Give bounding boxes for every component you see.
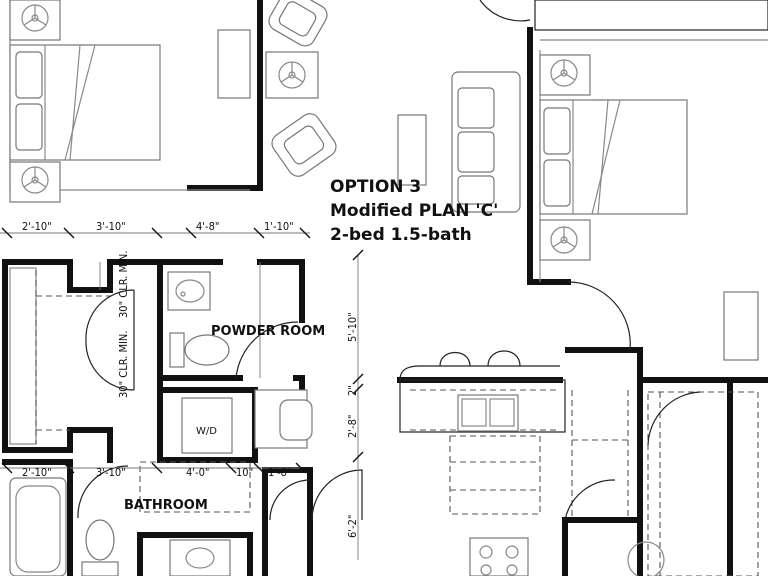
sofa-icon (451, 71, 521, 213)
plan-title-line3: 2-bed 1.5-bath (330, 225, 472, 245)
dim-top-4: 1'-10" (264, 220, 294, 233)
toilet-icon (169, 332, 230, 368)
dim-bot-2: 3'-10" (96, 466, 126, 479)
stool-icon (439, 352, 471, 367)
dim-bot-4: 10" (236, 466, 253, 479)
washer-dryer-icon (181, 397, 233, 454)
kitchen-sink-icon (457, 394, 519, 432)
kitchen (399, 350, 759, 576)
laundry (181, 389, 313, 454)
range-icon (469, 537, 529, 576)
clearance-label-lower: 30" CLR. MIN. (117, 331, 130, 398)
bathroom-toilet-icon (81, 519, 119, 576)
dim-vert-lower: 6'-2" (346, 515, 359, 538)
living-area (265, 0, 531, 213)
bedroom-right (534, 0, 768, 361)
bedroom-left (9, 0, 251, 203)
dim-vert-powder: 5'-10" (346, 312, 359, 342)
bathtub-icon (9, 477, 67, 576)
dim-bot-1: 2'-10" (22, 466, 52, 479)
powder-room (167, 271, 299, 379)
armchair-bottom-icon (271, 113, 337, 177)
dim-bot-3: 4'-0" (186, 466, 209, 479)
room-label-wd: W/D (196, 426, 217, 437)
sink-icon (167, 271, 211, 311)
closets (9, 267, 135, 445)
plan-title-line1: OPTION 3 (330, 177, 421, 197)
dresser-right-icon (723, 291, 759, 361)
dim-top-1: 2'-10" (22, 220, 52, 233)
dim-vert-small: 2" (346, 385, 359, 396)
dimension-lines (0, 227, 364, 560)
bathroom-sink-icon (169, 539, 231, 576)
coffee-table-icon (397, 114, 427, 186)
stool-icon (487, 350, 521, 367)
dresser-left-icon (217, 29, 251, 99)
room-label-powder-room: POWDER ROOM (211, 324, 325, 339)
plan-title-line2: Modified PLAN 'C' (330, 201, 498, 221)
armchair-top-icon (268, 0, 328, 47)
dim-vert-laundry: 2'-8" (346, 415, 359, 438)
dim-top-2: 3'-10" (96, 220, 126, 233)
dim-bot-5: 1'-8" (268, 466, 291, 479)
room-label-bathroom: BATHROOM (124, 498, 208, 513)
bathroom (9, 461, 616, 576)
labels: OPTION 3 Modified PLAN 'C' 2-bed 1.5-bat… (22, 177, 498, 538)
dim-top-3: 4'-8" (196, 220, 219, 233)
clearance-label-upper: 30" CLR. MIN. (117, 251, 130, 318)
